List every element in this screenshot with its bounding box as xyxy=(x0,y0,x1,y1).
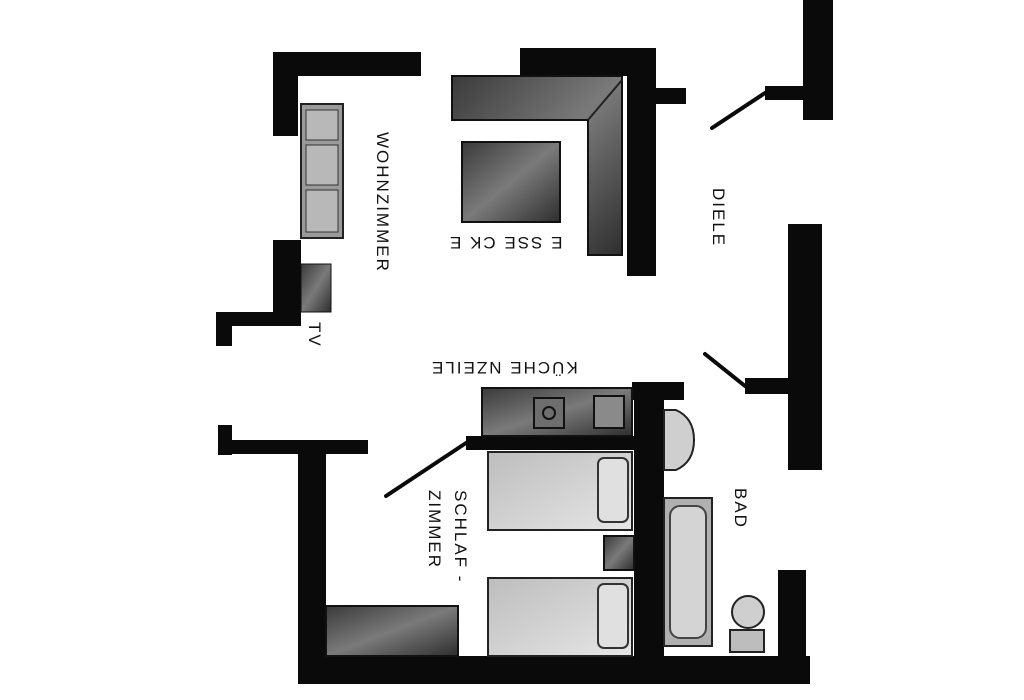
wardrobe xyxy=(325,605,459,657)
label-wohnzimmer: WOHNZIMMER xyxy=(373,132,392,273)
bath-furniture xyxy=(663,409,765,653)
toilet xyxy=(731,595,765,629)
walls xyxy=(216,0,833,684)
door-bedroom xyxy=(384,441,468,498)
tv-stand xyxy=(300,263,332,313)
wall-living-left-lower xyxy=(273,240,301,320)
wall-living-step xyxy=(216,312,301,326)
wall-bottom xyxy=(298,656,810,684)
label-kuechenzeile: KÜCHE NZEILE xyxy=(430,358,578,377)
wall-bath-left xyxy=(634,382,664,678)
label-schlafzimmer-1: SCHLAF - xyxy=(451,490,470,584)
wall-bath-right xyxy=(778,570,806,684)
kitchen-furniture xyxy=(481,387,633,437)
wall-bedroom-top xyxy=(218,440,368,454)
wall-diele-right xyxy=(788,224,822,470)
stove xyxy=(533,397,565,429)
corner-bench xyxy=(451,75,623,256)
wall-entry-top-stub xyxy=(765,86,813,100)
wall-diele-stub xyxy=(745,378,793,394)
wall-entry-top xyxy=(803,0,833,120)
label-schlafzimmer-2: ZIMMER xyxy=(425,490,444,570)
wall-living-step-post xyxy=(216,312,232,346)
wall-dining-right xyxy=(627,48,656,276)
wall-kitchen-bottom xyxy=(466,436,641,450)
label-essecke: E SSE CK E xyxy=(448,233,563,252)
label-diele: DIELE xyxy=(709,188,728,248)
door-entry-top xyxy=(710,91,767,130)
wall-bedroom-left xyxy=(298,452,326,684)
nightstand xyxy=(603,535,635,571)
doors xyxy=(384,91,767,498)
dining-table xyxy=(461,141,561,223)
living-furniture xyxy=(300,103,344,313)
door-diele xyxy=(703,352,747,388)
wall-dining-stub xyxy=(656,88,686,104)
bedroom-furniture xyxy=(325,451,635,657)
dining-furniture xyxy=(451,75,623,256)
label-tv: TV xyxy=(305,322,324,348)
label-bad: BAD xyxy=(731,488,750,529)
sink xyxy=(593,395,625,429)
washbasin xyxy=(663,409,696,471)
wall-living-left-upper xyxy=(273,52,298,136)
